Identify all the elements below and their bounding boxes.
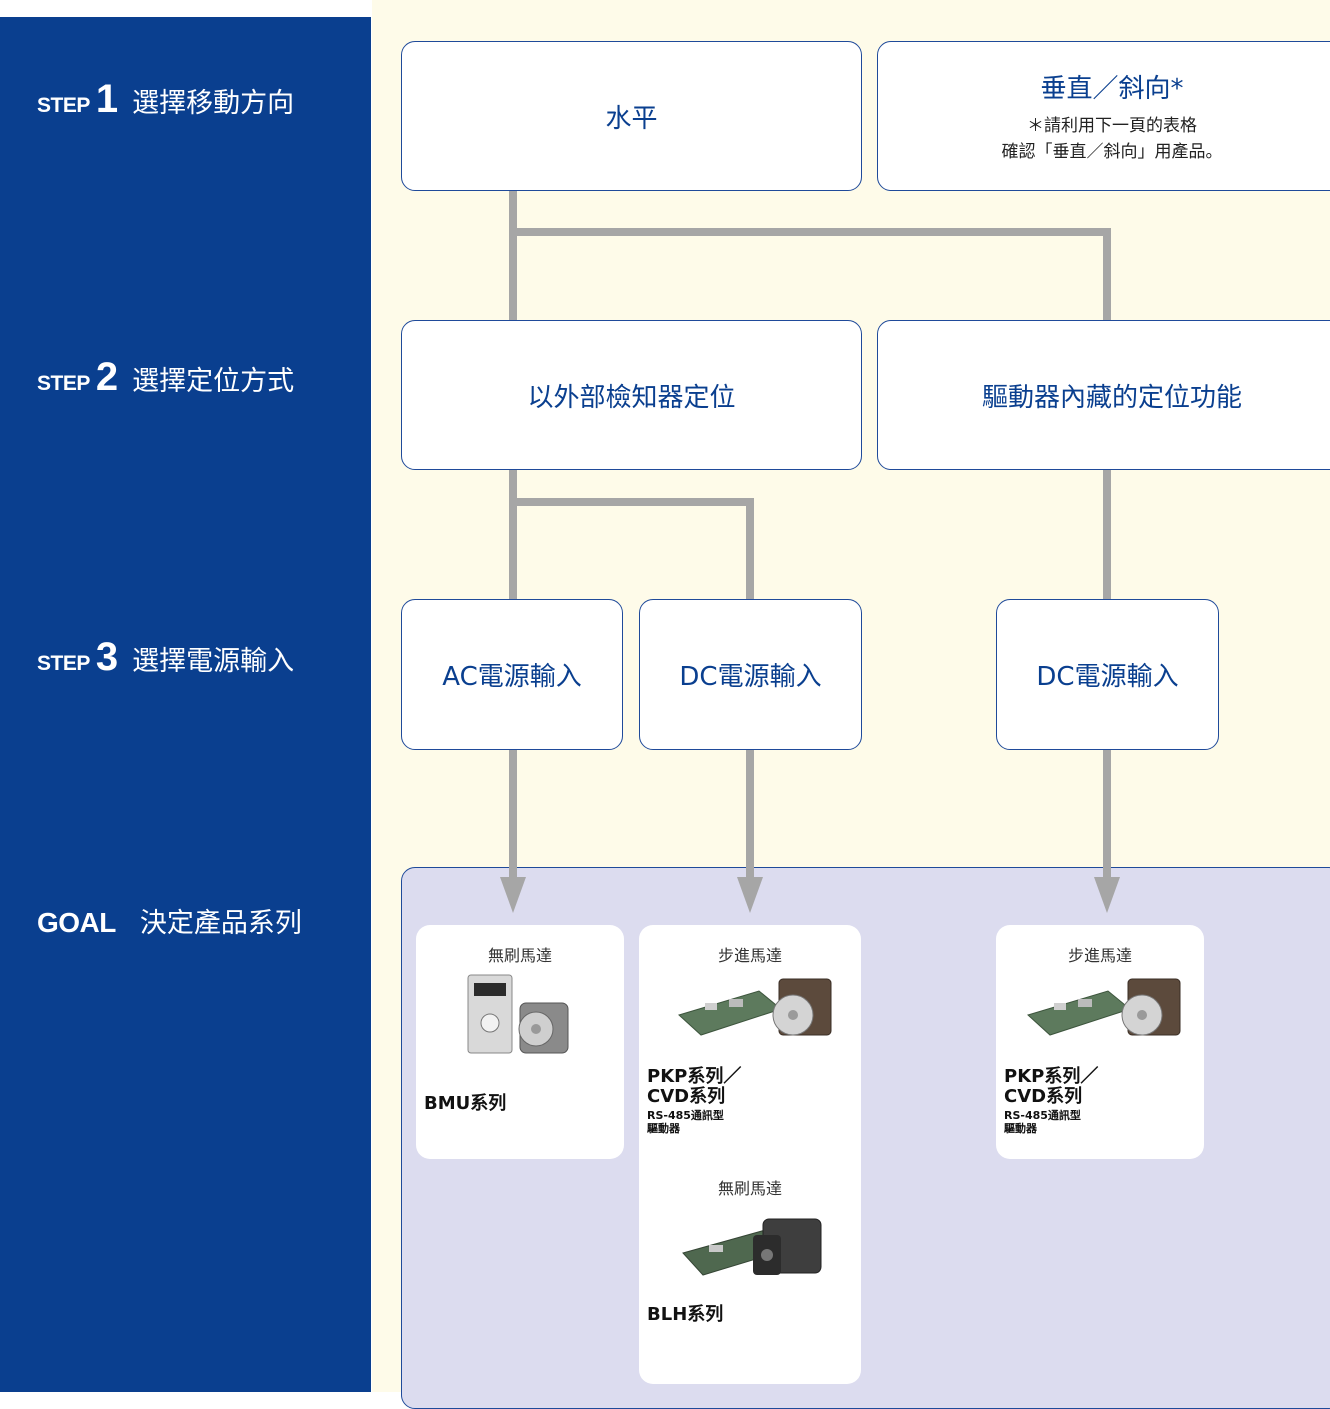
option-dc-input-right: DC電源輸入 — [996, 599, 1219, 750]
step-1-label: STEP 1 選擇移動方向 — [37, 77, 294, 122]
product-series: CVD系列 — [647, 1086, 726, 1107]
option-label: DC電源輸入 — [679, 662, 822, 692]
brushless-motor-image — [467, 974, 569, 1054]
step-3-label: STEP 3 選擇電源輸入 — [37, 635, 294, 680]
product-series: PKP系列／ — [1004, 1066, 1099, 1087]
arrow-head — [1094, 877, 1120, 913]
step-keyword: STEP — [37, 372, 90, 395]
option-vertical: 垂直／斜向* ＊請利用下一頁的表格 確認「垂直／斜向」用產品。 — [877, 41, 1330, 191]
step-keyword: STEP — [37, 652, 90, 675]
product-category: 步進馬達 — [1067, 946, 1132, 965]
option-ac-input: AC電源輸入 — [401, 599, 623, 750]
product-series: BMU系列 — [424, 1093, 507, 1114]
product-note: RS-485通訊型 — [647, 1109, 724, 1122]
stepper-motor-image — [678, 978, 832, 1036]
option-note: ＊請利用下一頁的表格 — [1027, 115, 1197, 136]
option-label: 驅動器內藏的定位功能 — [981, 382, 1242, 413]
product-note: 驅動器 — [1004, 1122, 1037, 1135]
product-series: CVD系列 — [1004, 1086, 1083, 1107]
step-number: 2 — [95, 355, 119, 399]
product-note: RS-485通訊型 — [1004, 1109, 1081, 1122]
product-category: 步進馬達 — [717, 946, 782, 965]
stepper-motor-image — [1027, 978, 1181, 1036]
step-number: 3 — [95, 635, 119, 679]
product-card-pkp-right: 步進馬達 PKP系列／ CVD系列 RS-485通訊型 驅動器 — [996, 925, 1204, 1159]
option-label: 垂直／斜向* — [1040, 73, 1184, 104]
step-title: 選擇移動方向 — [132, 88, 295, 119]
option-label: 以外部檢知器定位 — [527, 382, 736, 413]
option-note: 確認「垂直／斜向」用產品。 — [1001, 141, 1223, 162]
arrow-head — [737, 877, 763, 913]
product-category: 無刷馬達 — [487, 946, 552, 965]
step-number: 1 — [95, 77, 119, 121]
option-dc-input-left: DC電源輸入 — [639, 599, 862, 750]
goal-title: 決定產品系列 — [139, 908, 302, 939]
option-external-sensor: 以外部檢知器定位 — [401, 320, 862, 470]
blh-motor-image — [682, 1218, 822, 1276]
product-card-bmu: 無刷馬達 BMU系列 — [416, 925, 624, 1159]
option-horizontal: 水平 — [401, 41, 862, 191]
step-2-label: STEP 2 選擇定位方式 — [37, 355, 294, 400]
product-series: BLH系列 — [647, 1304, 724, 1325]
step-title: 選擇定位方式 — [132, 366, 295, 397]
option-label: 水平 — [605, 103, 658, 134]
product-card-pkp-blh: 步進馬達 PKP系列／ CVD系列 RS-485通訊型 驅動器 無刷馬達 BLH… — [639, 925, 861, 1384]
goal-keyword: GOAL — [37, 907, 116, 938]
option-label: DC電源輸入 — [1036, 662, 1179, 692]
step-sidebar: STEP 1 選擇移動方向 STEP 2 選擇定位方式 STEP 3 選擇電源輸… — [0, 17, 371, 1392]
step-keyword: STEP — [37, 94, 90, 117]
arrow-head — [500, 877, 526, 913]
product-category: 無刷馬達 — [717, 1179, 782, 1198]
product-note: 驅動器 — [647, 1122, 680, 1135]
option-label: AC電源輸入 — [442, 662, 582, 692]
option-driver-builtin: 驅動器內藏的定位功能 — [877, 320, 1330, 470]
product-series: PKP系列／ — [647, 1066, 742, 1087]
step-title: 選擇電源輸入 — [132, 646, 295, 677]
goal-label: GOAL 決定產品系列 — [37, 901, 302, 940]
